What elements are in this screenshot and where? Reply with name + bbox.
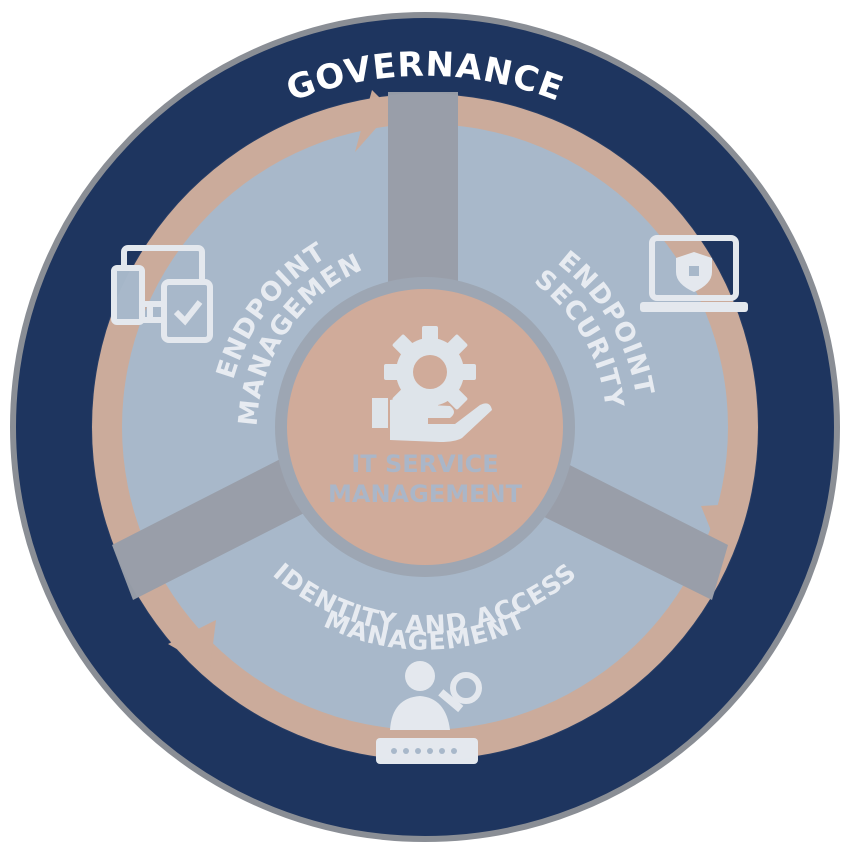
fade-overlay: [91, 93, 759, 761]
center-label-line2: MANAGEMENT: [328, 480, 523, 508]
cycle-arrows: [168, 90, 737, 668]
center-label-line1: IT SERVICE: [351, 450, 498, 478]
user-key-password-icon: [376, 661, 482, 764]
spoke-right: [520, 450, 728, 600]
arrow-head-bottom-left: [168, 620, 216, 668]
devices-check-icon: [111, 245, 213, 343]
gear-hand-icon: [372, 326, 492, 442]
arrow-head-top: [355, 90, 392, 152]
laptop-shield-icon: [640, 235, 748, 312]
spoke-left: [112, 450, 320, 600]
arrow-head-right: [701, 504, 737, 560]
